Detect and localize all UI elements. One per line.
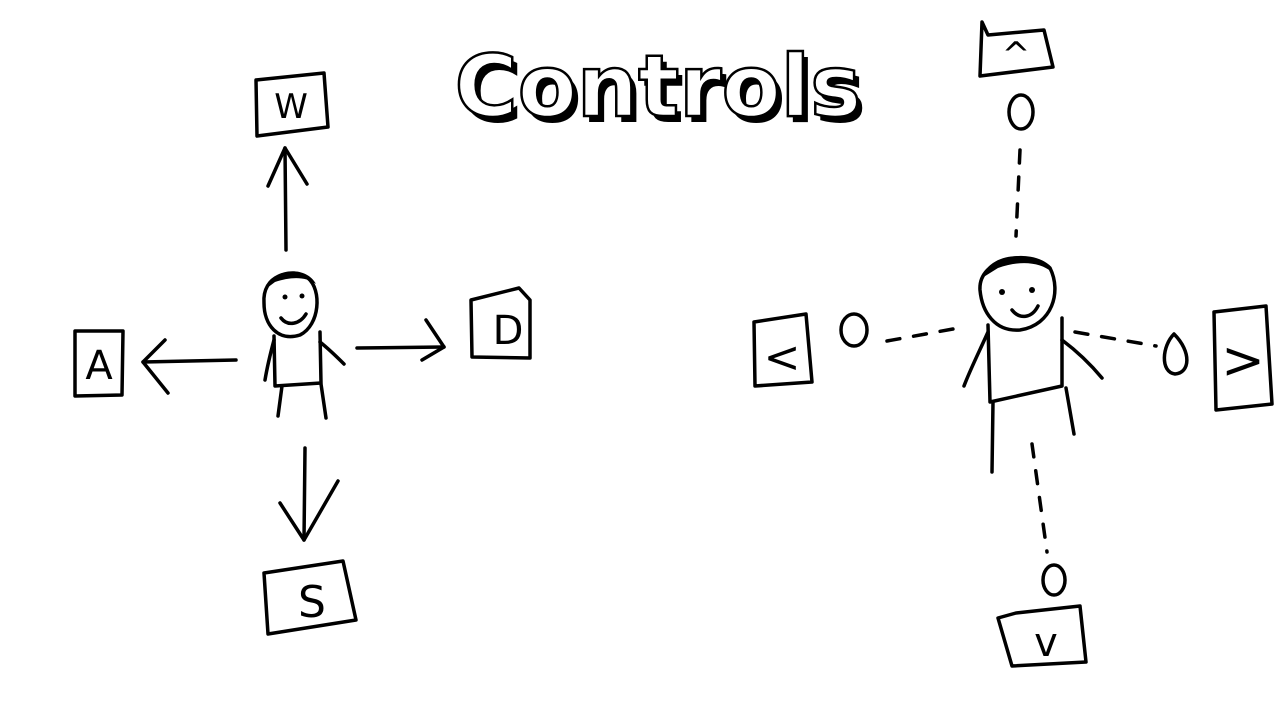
- circle-icon-down: [1041, 563, 1067, 597]
- key-up-arrow-label: ^: [1002, 35, 1031, 75]
- eye-left: [282, 294, 288, 300]
- key-right-arrow: >: [1212, 304, 1274, 412]
- dashed-line-left: [885, 325, 966, 343]
- key-s-label: S: [298, 577, 326, 628]
- smile: [279, 312, 308, 326]
- key-d-label: D: [493, 308, 524, 354]
- key-left-arrow-label: <: [764, 332, 801, 383]
- key-s: S: [262, 559, 358, 636]
- key-down-arrow-label: v: [1034, 620, 1058, 666]
- key-down-arrow: v: [996, 604, 1088, 668]
- circle-icon-left: [839, 312, 869, 348]
- key-a: A: [73, 329, 125, 398]
- circle-icon-right: [1162, 332, 1189, 376]
- eye-left: [999, 289, 1005, 295]
- key-a-label: A: [85, 343, 113, 389]
- title: Controls Controls: [453, 36, 867, 143]
- hair: [267, 271, 316, 288]
- body: [986, 316, 1064, 404]
- title-shadow: Controls: [460, 43, 867, 143]
- key-w-label: W: [274, 87, 308, 127]
- arm-right: [1060, 338, 1104, 380]
- arrow-down-icon: [278, 446, 340, 542]
- dashed-line-up: [1014, 148, 1022, 238]
- leg-left: [276, 384, 284, 418]
- circle-icon-up: [1007, 93, 1035, 131]
- key-right-arrow-label: >: [1221, 331, 1265, 391]
- arrow-key-controls: ^ < > v: [752, 20, 1274, 668]
- stick-figure-icon: [262, 271, 346, 420]
- arrow-up-icon: [266, 146, 309, 252]
- eye-right: [299, 293, 305, 299]
- arm-left: [962, 330, 990, 388]
- eye-right: [1029, 287, 1035, 293]
- dashed-line-down: [1030, 442, 1049, 554]
- wasd-controls: W A D S: [73, 71, 532, 636]
- arm-right: [318, 340, 346, 366]
- page-title: Controls: [455, 37, 862, 137]
- arrow-left-icon: [141, 338, 238, 395]
- key-left-arrow: <: [752, 312, 814, 388]
- smile: [1010, 304, 1040, 319]
- key-w: W: [254, 71, 330, 138]
- arrow-right-icon: [355, 318, 446, 362]
- body: [272, 330, 323, 388]
- stick-figure-icon: [962, 255, 1104, 474]
- leg-right: [319, 382, 328, 420]
- hair: [982, 256, 1052, 278]
- leg-right: [1064, 386, 1076, 436]
- arm-left: [263, 338, 276, 382]
- leg-left: [990, 400, 995, 474]
- dashed-line-right: [1073, 330, 1158, 348]
- key-d: D: [469, 286, 532, 360]
- key-up-arrow: ^: [978, 20, 1055, 78]
